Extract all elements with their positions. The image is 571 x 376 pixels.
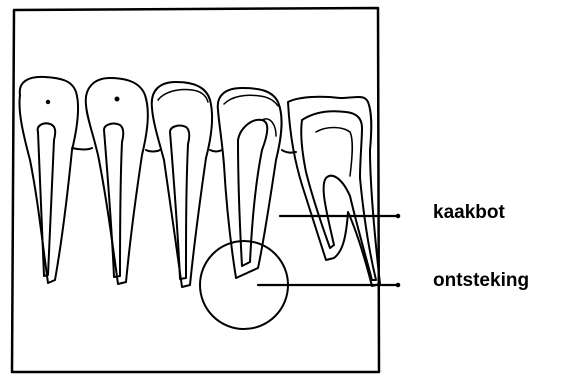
leader-dot-kaakbot xyxy=(397,215,400,218)
tooth-1 xyxy=(19,77,78,283)
label-kaakbot: kaakbot xyxy=(433,203,505,222)
tooth-4-affected xyxy=(218,88,282,278)
tooth-2 xyxy=(86,78,148,284)
label-ontsteking: ontsteking xyxy=(433,271,529,290)
tooth-5-molar xyxy=(288,97,380,286)
leader-dot-ontsteking xyxy=(397,284,400,287)
tooth-3 xyxy=(152,82,212,287)
